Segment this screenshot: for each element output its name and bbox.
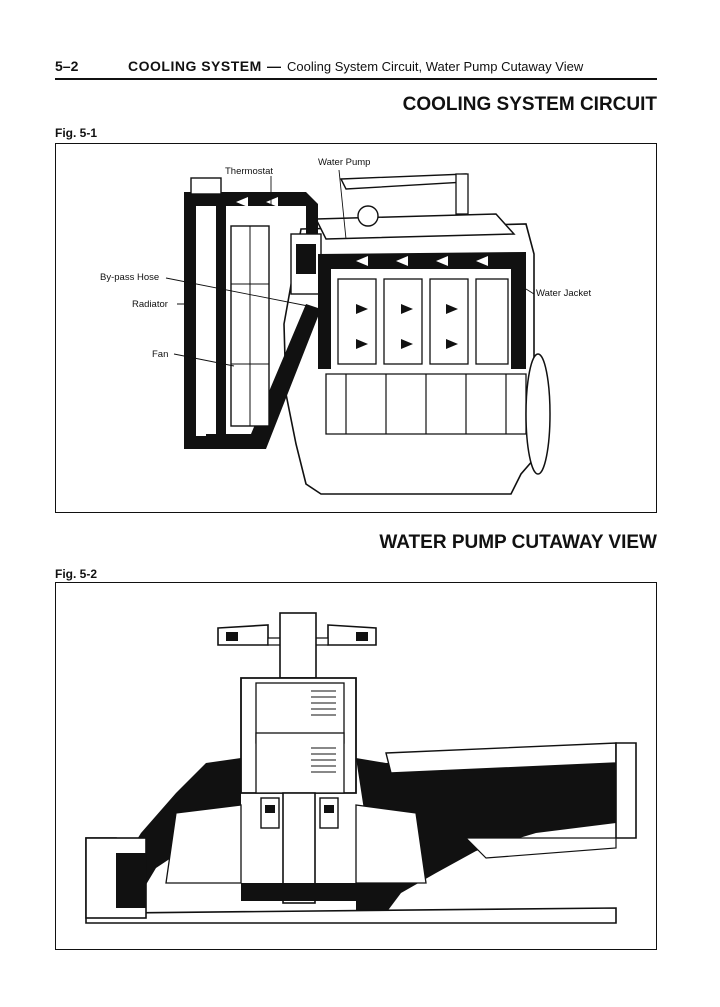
- impeller: [241, 883, 356, 901]
- label-radiator: Radiator: [132, 299, 168, 310]
- bearing-lower: [255, 732, 345, 794]
- pulley-flange-right: [327, 624, 377, 646]
- header-rule: [55, 78, 657, 80]
- header-dash: —: [267, 58, 281, 74]
- label-fan: Fan: [152, 349, 168, 360]
- flow-arrows: [201, 197, 488, 356]
- shaft-top: [279, 612, 317, 679]
- flow-arrows-dark: [356, 304, 458, 349]
- figure-water-pump-cutaway: [55, 582, 657, 950]
- figure-label-5-1: Fig. 5-1: [55, 126, 98, 140]
- header-subtitle: Cooling System Circuit, Water Pump Cutaw…: [287, 59, 584, 74]
- cylinders: [337, 278, 509, 365]
- water-jacket: [318, 252, 526, 369]
- outlet-flange: [615, 742, 637, 839]
- page-header: 5–2 COOLING SYSTEM — Cooling System Circ…: [55, 58, 657, 78]
- label-water-pump: Water Pump: [318, 157, 370, 168]
- water-pump-cutaway-diagram: [85, 612, 637, 924]
- radiator-cap: [190, 177, 222, 195]
- crank-pulley: [525, 353, 551, 475]
- figure-label-5-2: Fig. 5-2: [55, 567, 98, 581]
- figure-cooling-circuit: Water Pump Thermostat By-pass Hose Radia…: [55, 143, 657, 513]
- label-thermostat: Thermostat: [225, 166, 273, 177]
- section-title-water-pump: WATER PUMP CUTAWAY VIEW: [379, 532, 657, 553]
- impeller-cavity-left: [165, 804, 242, 884]
- page-number: 5–2: [55, 58, 79, 74]
- section-title-cooling-circuit: COOLING SYSTEM CIRCUIT: [402, 94, 657, 115]
- section-name: COOLING SYSTEM: [128, 58, 262, 74]
- label-bypass-hose: By-pass Hose: [100, 272, 159, 283]
- label-water-jacket: Water Jacket: [536, 288, 591, 299]
- cooling-circuit-diagram: Water Pump Thermostat By-pass Hose Radia…: [100, 157, 591, 495]
- oil-cap: [357, 205, 379, 227]
- leader-lines: [165, 169, 535, 367]
- pulley-flange-left: [217, 624, 269, 646]
- lower-hose: [206, 304, 321, 449]
- impeller-cavity-right: [355, 804, 427, 884]
